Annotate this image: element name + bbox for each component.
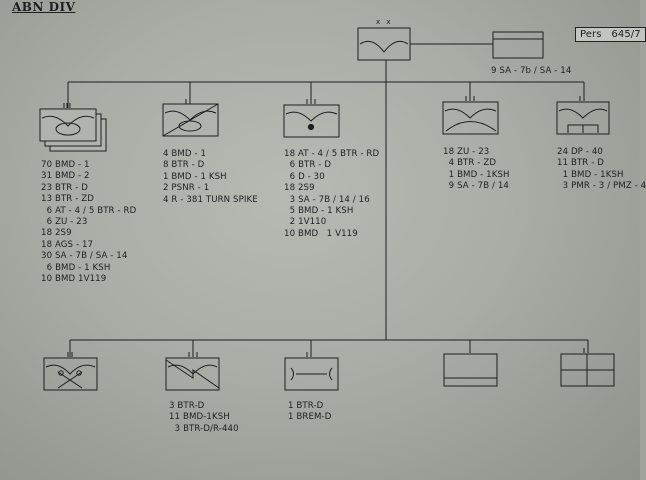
supply-symbol (443, 353, 498, 387)
hq-airborne-mark (359, 40, 409, 53)
equipment-line: 4 R - 381 TURN SPIKE (163, 194, 258, 205)
equipment-line: 3 BTR-D (169, 401, 205, 411)
equipment-line: 2 PSNR - 1 (163, 183, 210, 194)
equipment-line: 4 BTR - ZD (443, 158, 497, 169)
attached-unit-symbol (492, 31, 544, 59)
equipment-line: 6 BMD - 1 KSH (41, 262, 111, 273)
equipment-line: 3 BTR-D/R-440 (169, 423, 239, 434)
hq-rank-mark: x x (376, 18, 393, 26)
equipment-line: 18 2S9 (41, 228, 72, 239)
equipment-line: 3 PMR - 3 / PMZ - 4 (557, 181, 646, 192)
equipment-line: 13 BTR - ZD (41, 194, 94, 205)
equipment-line: 1 BMD - 1KSH (557, 169, 624, 180)
equipment-line: 18 ZU - 23 (443, 147, 490, 157)
equipment-line: 6 ZU - 23 (41, 217, 88, 228)
chemical-symbol (43, 352, 98, 391)
equipment-line: 31 BMD - 2 (41, 171, 90, 182)
equipment-line: 70 BMD - 1 (41, 160, 90, 170)
equipment-line: 9 SA - 7B / 14 (443, 181, 509, 192)
engineer-symbol (556, 96, 610, 135)
equipment-line: 11 BMD-1KSH (169, 412, 230, 423)
equipment-line: 6 AT - 4 / 5 BTR - RD (41, 205, 137, 216)
equipment-line: 30 SA - 7B / SA - 14 (41, 251, 128, 262)
equipment-line: 1 BMD - 1KSH (443, 169, 510, 180)
equipment-line: 18 2S9 (284, 183, 315, 194)
equipment-line: 10 BMD 1 V119 (284, 228, 358, 239)
equipment-line: 2 1V110 (284, 217, 327, 228)
equipment-line: 1 BREM-D (288, 412, 332, 423)
equipment-line: 1 BMD - 1 KSH (163, 171, 227, 182)
page-title: ABN DIV (12, 0, 76, 14)
equipment-line: 23 BTR - D (41, 182, 88, 193)
equipment-line: 10 BMD 1V119 (41, 274, 107, 285)
equipment-line: 5 BMD - 1 KSH (284, 206, 354, 217)
maintenance-symbol (284, 352, 339, 391)
artillery-equipment-list: 18 AT - 4 / 5 BTR - RD 6 BTR - D 6 D - 3… (284, 149, 379, 240)
signal-symbol (165, 352, 220, 391)
equipment-line: 1 BTR-D (288, 401, 324, 411)
equipment-line: 11 BTR - D (557, 158, 604, 169)
pers-label: Pers (580, 29, 602, 40)
medical-symbol (560, 348, 615, 387)
equipment-line: 18 AT - 4 / 5 BTR - RD (284, 149, 380, 159)
artillery-symbol (283, 99, 340, 138)
equipment-line: 4 BMD - 1 (163, 149, 207, 159)
air-defense-equipment-list: 18 ZU - 23 4 BTR - ZD 1 BMD - 1KSH 9 SA … (443, 147, 510, 193)
equipment-line: 3 SA - 7B / 14 / 16 (284, 194, 370, 205)
recon-symbol (162, 99, 219, 137)
hq-symbol (357, 27, 411, 61)
attached-unit-label: 9 SA - 7b / SA - 14 (491, 66, 572, 76)
pers-value: 645/7 (611, 29, 641, 40)
equipment-line: 6 BTR - D (284, 160, 332, 171)
equipment-line: 6 D - 30 (284, 171, 325, 182)
air-defense-symbol (442, 96, 499, 135)
equipment-line: 18 AGS - 17 (41, 239, 94, 250)
equipment-line: 24 DP - 40 (557, 147, 603, 157)
infantry-symbol (39, 103, 107, 152)
equipment-line: 8 BTR - D (163, 160, 205, 171)
pers-badge: Pers 645/7 (575, 27, 646, 43)
